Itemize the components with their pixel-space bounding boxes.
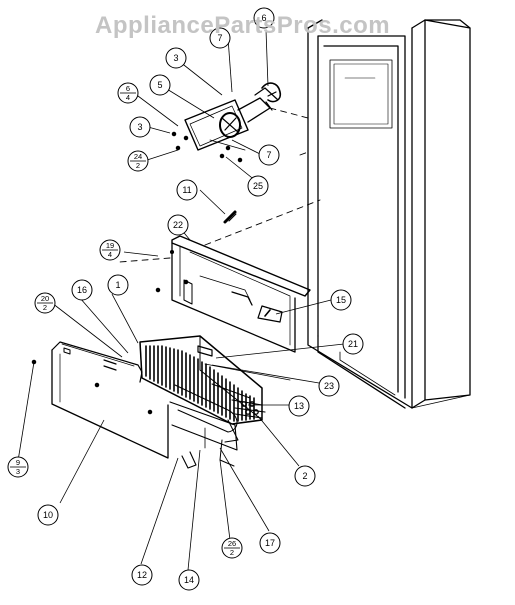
callout-label: 11 xyxy=(182,185,191,195)
callout-label: 6 xyxy=(261,13,266,23)
fraction-numerator: 24 xyxy=(134,152,142,161)
callout-label: 14 xyxy=(184,575,194,585)
callout-label: 25 xyxy=(253,181,263,191)
fraction-denominator: 3 xyxy=(16,467,20,476)
callout-label: 10 xyxy=(43,510,53,520)
callout-label: 17 xyxy=(265,538,275,548)
fraction-numerator: 19 xyxy=(106,241,114,250)
fraction-numerator: 6 xyxy=(126,84,130,93)
fan-motor-assembly xyxy=(171,82,282,163)
defrost-heater-loop xyxy=(174,384,239,443)
evaporator-front-cover xyxy=(31,341,169,459)
fraction-denominator: 4 xyxy=(108,250,112,259)
fraction-denominator: 4 xyxy=(126,93,130,102)
fraction-bars xyxy=(10,92,240,549)
callout-label: 1 xyxy=(115,280,120,290)
callout-label: 23 xyxy=(324,381,334,391)
callout-label: 22 xyxy=(173,220,183,230)
fraction-numerator: 9 xyxy=(16,458,20,467)
fraction-numerator: 26 xyxy=(228,539,236,548)
callout-label: 3 xyxy=(137,122,142,132)
screw-part-11 xyxy=(223,210,237,224)
fraction-denominator: 2 xyxy=(136,161,140,170)
callout-label: 21 xyxy=(348,339,358,349)
fraction-numerator: 20 xyxy=(41,294,49,303)
callout-label: 15 xyxy=(336,295,346,305)
callout-label: 12 xyxy=(137,570,147,580)
callout-label: 5 xyxy=(157,80,162,90)
fraction-denominator: 2 xyxy=(43,303,47,312)
fraction-denominator: 2 xyxy=(230,548,234,557)
callout-label: 13 xyxy=(294,401,304,411)
evaporator-back-cover xyxy=(155,235,311,353)
callout-label: 7 xyxy=(217,33,222,43)
callout-circles xyxy=(7,7,364,591)
callout-label: 3 xyxy=(173,53,178,63)
lower-drain-bracket xyxy=(169,401,238,469)
callout-label: 16 xyxy=(77,285,87,295)
dashed-leaders xyxy=(119,107,321,263)
callout-label: 2 xyxy=(302,471,307,481)
callout-leaders xyxy=(17,29,345,571)
watermark: AppliancePartsPros.com xyxy=(95,12,391,39)
callout-label: 7 xyxy=(266,150,271,160)
cabinet-outline xyxy=(307,19,471,409)
evaporator-coil xyxy=(139,335,291,425)
